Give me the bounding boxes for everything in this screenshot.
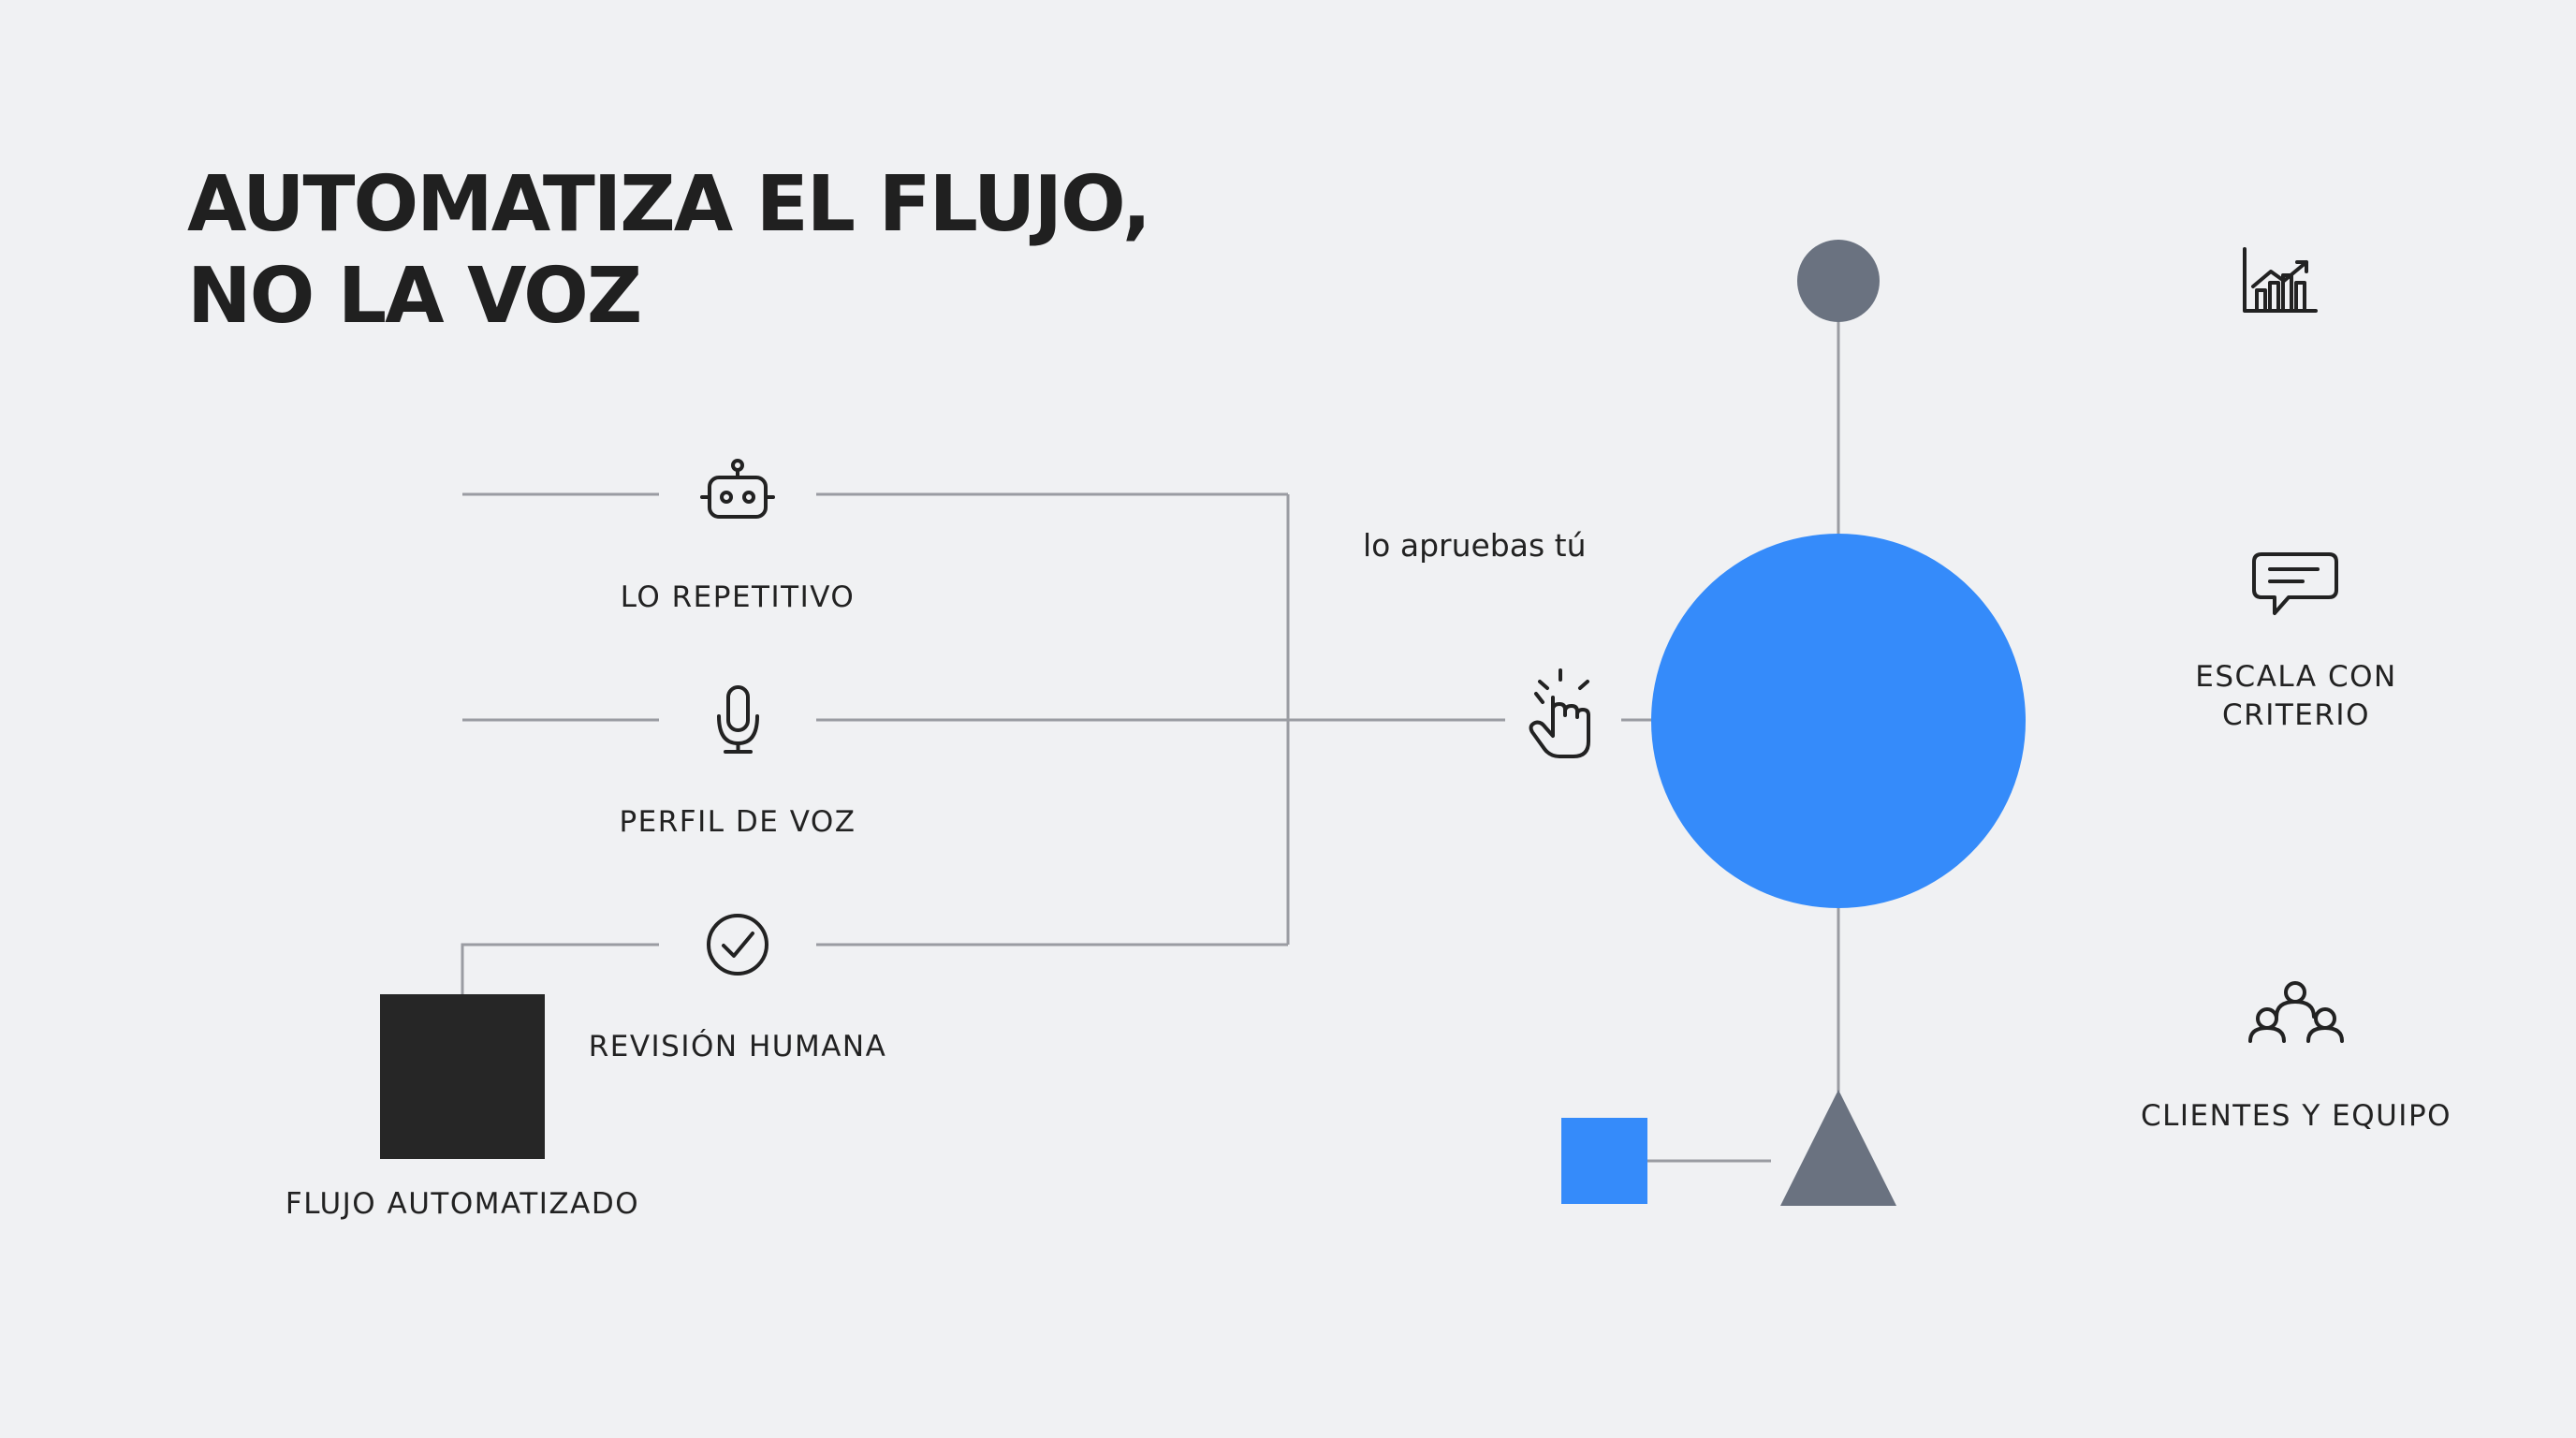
label-escala-line-1: ESCALA CON [2195,660,2397,694]
label-clientes-y-equipo: CLIENTES Y EQUIPO [2140,1099,2452,1133]
title-line-2: NO LA VOZ [187,252,642,341]
check-circle-icon [707,914,768,976]
blue-square [1561,1118,1647,1204]
label-escala-line-2: CRITERIO [2222,698,2370,732]
approval-note: lo apruebas tú [1363,527,1587,564]
label-lo-repetitivo: LO REPETITIVO [620,580,856,614]
people-group-icon [2248,981,2344,1043]
label-escala-con-criterio: ESCALA CON CRITERIO [2195,658,2396,735]
label-revision-humana: REVISIÓN HUMANA [588,1030,887,1064]
flow-box [380,994,545,1159]
robot-icon [700,459,775,519]
chat-bubble-icon [2252,552,2338,615]
title-line-1: AUTOMATIZA EL FLUJO, [187,160,1151,249]
chart-growth-icon [2243,247,2318,313]
central-circle [1651,534,2026,908]
connector-lines [461,318,1840,1163]
gray-triangle [1780,1090,1896,1206]
hand-tap-icon [1529,668,1590,758]
top-node-circle [1797,240,1880,322]
microphone-icon [717,685,759,754]
row3-left-line [461,943,659,998]
page-title: AUTOMATIZA EL FLUJO, NO LA VOZ [187,159,1151,343]
label-flujo-automatizado: FLUJO AUTOMATIZADO [285,1187,640,1221]
label-perfil-de-voz: PERFIL DE VOZ [619,805,856,839]
